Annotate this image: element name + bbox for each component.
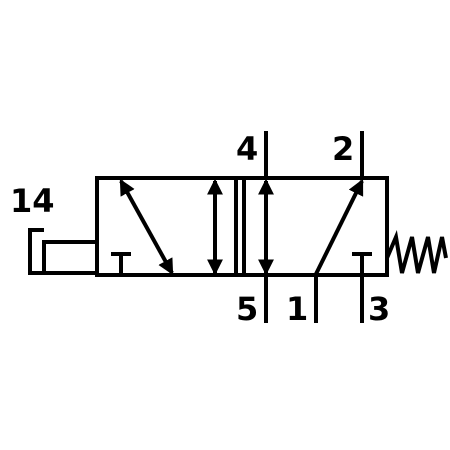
port-label-5: 5 xyxy=(236,290,258,328)
pilot-plunger-icon xyxy=(28,228,97,275)
port-label-2: 2 xyxy=(332,130,354,168)
port-label-14: 14 xyxy=(10,182,55,220)
right-position-blocked-port-icon xyxy=(352,252,372,275)
left-position-blocked-port-icon xyxy=(111,252,131,275)
port-label-1: 1 xyxy=(286,290,308,328)
left-diagonal-flow-arrow xyxy=(119,178,174,276)
port-label-4: 4 xyxy=(236,130,258,168)
port-label-3: 3 xyxy=(368,290,390,328)
spring-return-icon xyxy=(385,229,448,274)
right-diagonal-flow-arrow xyxy=(314,178,364,275)
